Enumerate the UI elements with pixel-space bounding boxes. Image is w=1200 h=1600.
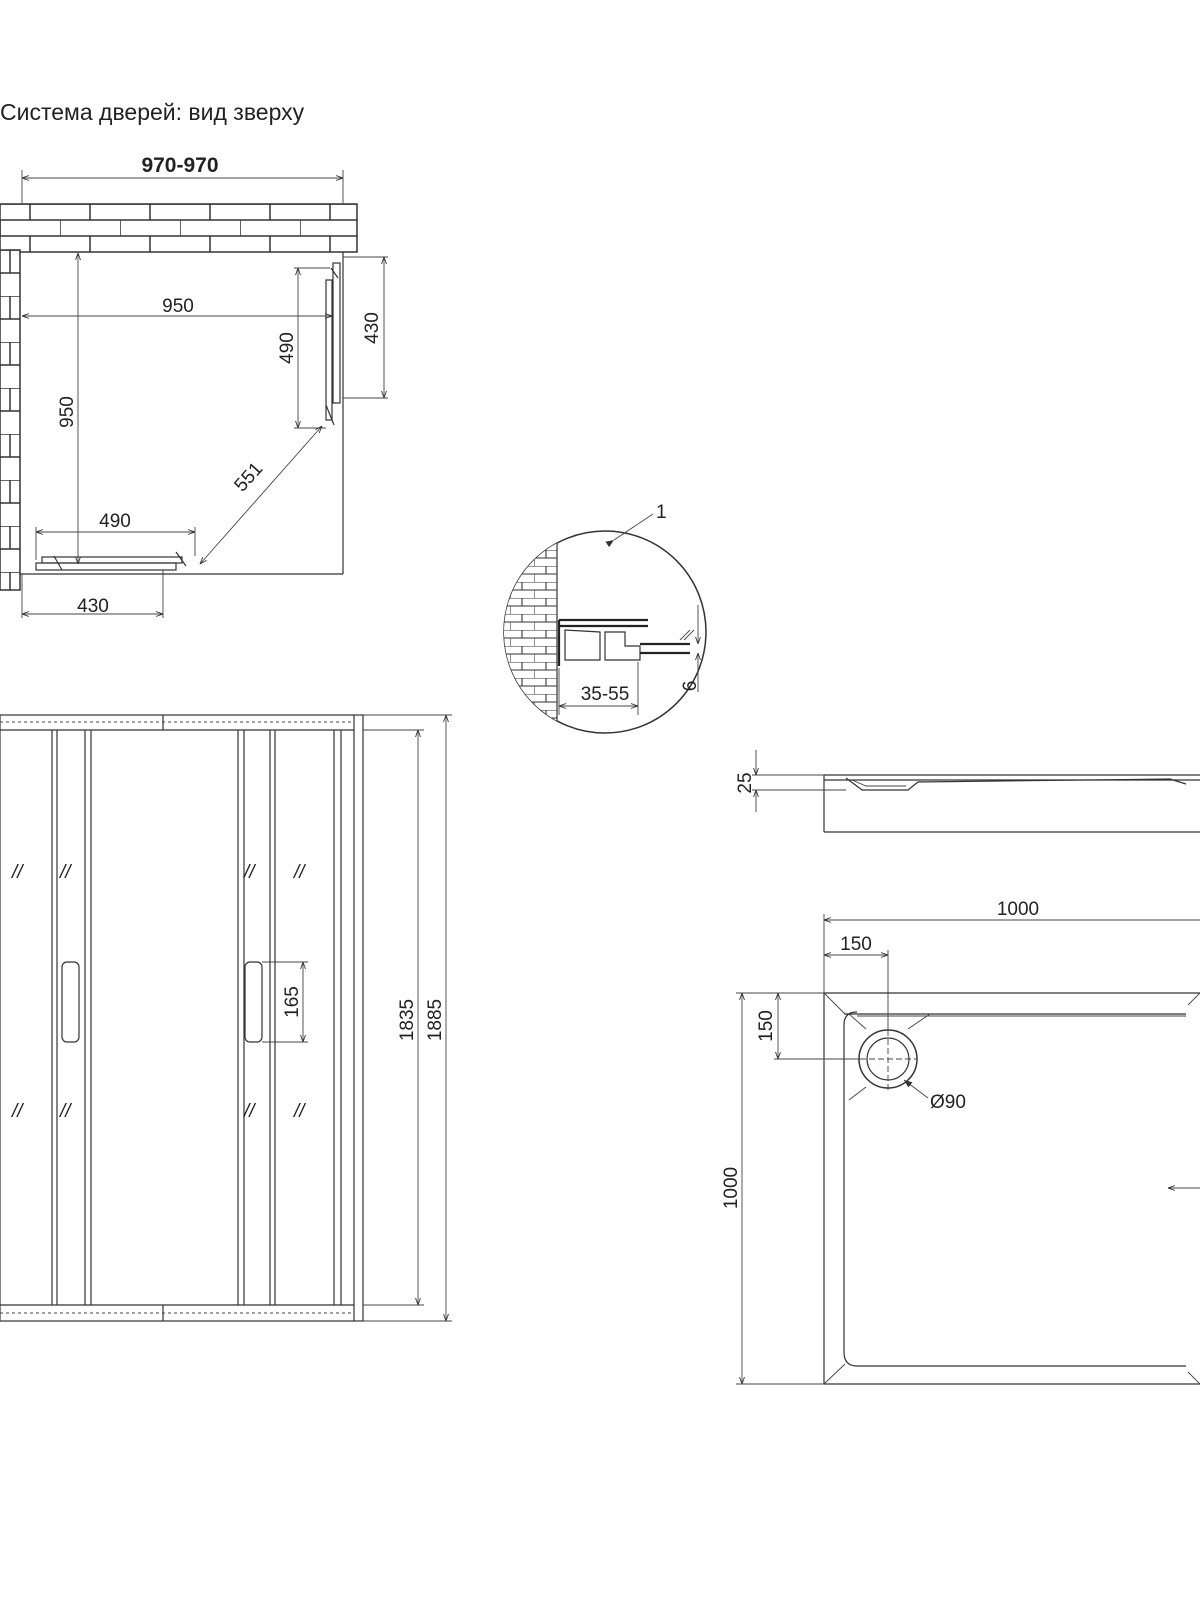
dim-right-fixed-panel: 430 (362, 312, 383, 344)
detail-callout: 1 (656, 502, 667, 523)
dim-tray-height: 25 (735, 772, 756, 793)
wall-top (0, 203, 358, 253)
dim-overall-height: 1885 (425, 999, 446, 1041)
glass-mark: // (242, 862, 256, 883)
handle-left (61, 961, 80, 1043)
front-frame (0, 714, 364, 1322)
front-view: // // // // // // // // 165 1835 1885 (0, 714, 452, 1322)
glass-mark: // (292, 1101, 306, 1122)
profile-detail: 1 35-55 6 (503, 502, 707, 734)
dim-inner-depth: 950 (57, 396, 78, 428)
dim-profile-range: 35-55 (581, 684, 630, 705)
glass-mark: // (292, 862, 306, 883)
dim-handle-height: 165 (282, 986, 303, 1018)
dim-bottom-door-span: 490 (99, 511, 131, 532)
tray-top-view: Ø90 1000 150 150 1000 (721, 899, 1200, 1385)
dim-tray-width: 1000 (997, 899, 1039, 920)
dim-glass-thickness: 6 (680, 681, 701, 692)
drawing-title: Система дверей: вид зверху (0, 99, 305, 125)
dim-drain-offset-x: 150 (840, 934, 872, 955)
dim-diagonal-opening: 551 (231, 459, 268, 497)
glass-mark: // (58, 1101, 72, 1122)
right-door-glass (325, 279, 333, 421)
right-fixed-glass (332, 262, 341, 404)
tray-side-view: 25 (735, 750, 1200, 833)
dim-drain-diameter: Ø90 (930, 1092, 966, 1113)
top-view: 970-970 950 950 490 430 551 (0, 154, 388, 618)
dim-right-door-span: 490 (277, 332, 298, 364)
dim-tray-depth: 1000 (721, 1167, 742, 1209)
wall-left (0, 249, 21, 591)
glass-mark: // (10, 1101, 24, 1122)
glass-mark: // (242, 1101, 256, 1122)
glass-mark: // (10, 862, 24, 883)
handle-right (244, 961, 263, 1043)
dim-door-height: 1835 (397, 999, 418, 1041)
dim-overall-width: 970-970 (141, 154, 218, 177)
bottom-fixed-glass (35, 562, 177, 571)
glass-mark: // (58, 862, 72, 883)
dim-bottom-fixed-panel: 430 (77, 596, 109, 617)
bottom-door-glass (41, 556, 183, 564)
dim-drain-offset-y: 150 (756, 1010, 777, 1042)
dim-inner-width: 950 (162, 296, 194, 317)
